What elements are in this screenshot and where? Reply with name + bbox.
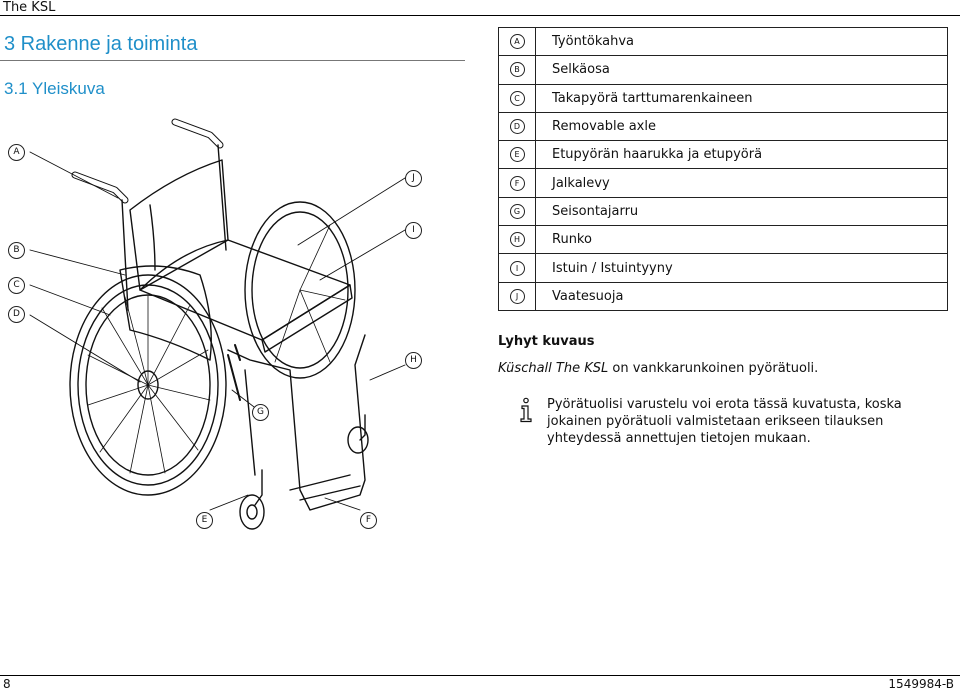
legend-key-cell: B [498, 55, 536, 85]
legend-key: B [509, 62, 525, 78]
front-caster-left [239, 494, 265, 530]
legend-label: Työntökahva [535, 26, 948, 57]
section-title: 3 Rakenne ja toiminta [4, 33, 198, 55]
legend-row: G Seisontajarru [498, 196, 948, 227]
wheelchair-illustration [29, 118, 406, 530]
callout-f: F [360, 512, 377, 529]
legend-key: D [509, 119, 525, 135]
legend-label: Runko [535, 225, 948, 255]
legend-key: C [509, 90, 525, 106]
legend-label: Istuin / Istuintyyny [535, 253, 948, 283]
frame [227, 334, 366, 511]
legend-label: Takapyörä tarttumarenkaineen [535, 83, 948, 113]
callout-c: C [8, 277, 25, 294]
footer-rule [0, 675, 960, 676]
callout-e: E [196, 512, 213, 529]
document-number: 1549984-B [888, 677, 954, 691]
callout-j: J [405, 170, 422, 187]
running-header: The KSL [3, 0, 56, 15]
legend-label: Removable axle [535, 111, 948, 142]
legend-key-cell: C [498, 83, 536, 113]
clothing-guard [119, 265, 212, 361]
title-rule [0, 60, 465, 61]
legend-key-cell: F [498, 168, 536, 198]
legend-key-cell: I [498, 253, 536, 283]
description-body: on vankkarunkoinen pyörätuoli. [608, 361, 819, 376]
backrest [129, 159, 229, 291]
parking-brake [227, 344, 241, 401]
legend-label: Seisontajarru [535, 196, 948, 227]
legend-row: H Runko [498, 225, 948, 255]
legend-row: D Removable axle [498, 111, 948, 142]
legend-row: B Selkäosa [498, 55, 948, 85]
callout-i: I [405, 222, 422, 239]
legend-key: G [509, 203, 525, 219]
callout-a: A [8, 144, 25, 161]
callout-d: D [8, 306, 25, 323]
legend-label: Etupyörän haarukka ja etupyörä [535, 140, 948, 170]
front-caster-right [347, 426, 369, 454]
header-rule [0, 15, 960, 16]
legend-row: J Vaatesuoja [498, 281, 948, 311]
legend-key: E [509, 147, 525, 163]
legend-key: J [509, 288, 525, 304]
legend-row: C Takapyörä tarttumarenkaineen [498, 83, 948, 113]
callout-g: G [252, 404, 269, 421]
legend-label: Selkäosa [535, 55, 948, 85]
legend-key: A [509, 34, 525, 50]
legend-label: Jalkalevy [535, 168, 948, 198]
legend-key: I [509, 260, 525, 276]
legend-key-cell: H [498, 225, 536, 255]
brand-name: Küschall The KSL [498, 361, 609, 376]
callout-b: B [8, 242, 25, 259]
section-subtitle: 3.1 Yleiskuva [4, 79, 105, 98]
callout-h: H [405, 352, 422, 369]
rear-wheel-left [69, 274, 227, 496]
legend-key: H [509, 232, 525, 248]
legend-label: Vaatesuoja [535, 281, 948, 311]
legend-row: I Istuin / Istuintyyny [498, 253, 948, 283]
info-note: Pyörätuolisi varustelu voi erota tässä k… [547, 397, 902, 446]
legend-row: E Etupyörän haarukka ja etupyörä [498, 140, 948, 170]
page-number: 8 [3, 677, 11, 691]
legend-key-cell: A [498, 26, 536, 57]
legend-key-cell: D [498, 111, 536, 142]
legend-key: F [509, 175, 525, 191]
legend-row: F Jalkalevy [498, 168, 948, 198]
info-icon [520, 397, 532, 423]
legend-key-cell: G [498, 196, 536, 227]
legend-row: A Työntökahva [498, 26, 948, 57]
description-heading: Lyhyt kuvaus [498, 334, 595, 349]
legend-key-cell: J [498, 281, 536, 311]
description-text: Küschall The KSL on vankkarunkoinen pyör… [498, 361, 818, 376]
rear-wheel-right [244, 201, 356, 379]
legend-key-cell: E [498, 140, 536, 170]
